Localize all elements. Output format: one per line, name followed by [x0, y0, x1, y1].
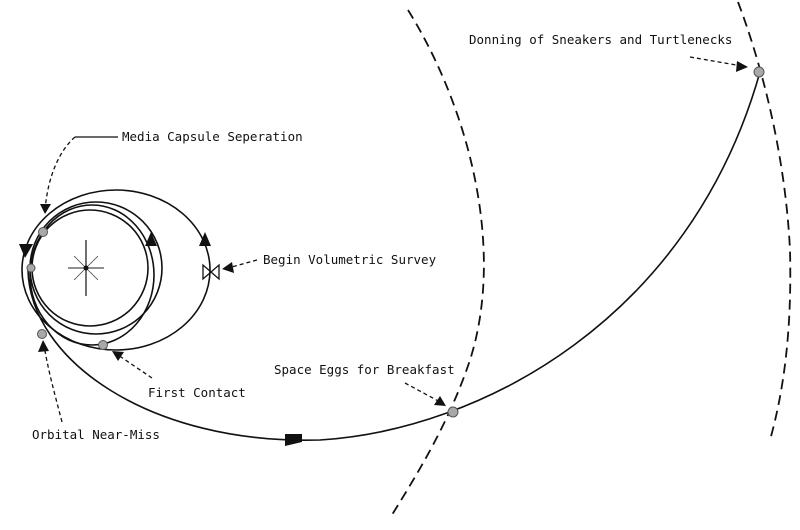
label-volumetric-survey: Begin Volumetric Survey: [263, 252, 437, 267]
event-dot-media-capsule: [38, 227, 48, 237]
leader-media-capsule-dash: [44, 136, 76, 211]
dashed-orbit-arc-outer: [737, 1, 792, 441]
orbit-arrow-inner: [145, 232, 157, 246]
departure-trajectory: [27, 71, 761, 441]
label-first-contact: First Contact: [148, 385, 246, 400]
dashed-orbit-arc-inner: [389, 9, 485, 519]
label-near-miss: Orbital Near-Miss: [32, 427, 160, 442]
leader-space-eggs-arrow: [434, 396, 446, 406]
volumetric-survey-marker: [202, 263, 220, 281]
leader-media-capsule-arrow: [40, 204, 51, 214]
event-dot-first-contact: [98, 340, 108, 350]
leader-donning-arrow: [736, 61, 748, 72]
event-dot-space-eggs: [447, 406, 459, 418]
planet-center: [83, 265, 89, 271]
label-donning: Donning of Sneakers and Turtlenecks: [469, 32, 732, 47]
leader-near-miss-arrow: [38, 340, 49, 352]
leader-near-miss: [43, 344, 63, 423]
leader-donning: [689, 56, 743, 67]
trajectory-arrow: [285, 434, 302, 446]
event-dot-near-miss-upper: [26, 263, 36, 273]
orbit-arrow-right: [199, 232, 211, 246]
orbit-ellipse-inner: [29, 204, 155, 346]
leader-first-contact-arrow: [112, 351, 124, 361]
event-dot-donning: [753, 66, 765, 78]
leader-first-contact: [117, 354, 153, 379]
leader-volumetric: [227, 259, 258, 269]
central-body: [31, 209, 149, 327]
orbit-ellipse-outer: [21, 189, 211, 351]
label-space-eggs: Space Eggs for Breakfast: [274, 362, 455, 377]
leader-space-eggs: [404, 382, 443, 404]
event-dot-near-miss: [37, 329, 47, 339]
orbit-arrow-left: [19, 244, 33, 258]
label-media-capsule: Media Capsule Seperation: [122, 129, 303, 144]
leader-volumetric-arrow: [222, 262, 234, 273]
